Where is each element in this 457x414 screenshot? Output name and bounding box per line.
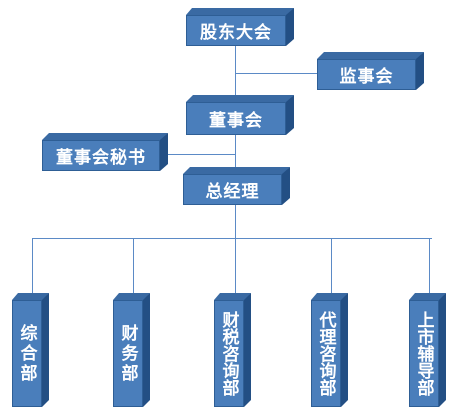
connector-main-vertical (235, 44, 236, 239)
shareholders-meeting-box: 股东大会 (186, 8, 294, 46)
department-label: 财务部 (117, 323, 138, 384)
general-manager-label: 总经理 (183, 174, 282, 205)
department-label: 代理咨询部 (315, 311, 336, 396)
board-secretary-box: 董事会秘书 (42, 133, 168, 171)
department-label: 财税咨询部 (218, 311, 239, 396)
board-label: 董事会 (186, 102, 286, 135)
connector-supervisory (235, 73, 317, 74)
connector-dept-1 (32, 238, 33, 298)
connector-departments-horizontal (32, 238, 432, 239)
department-label: 综合部 (16, 323, 37, 384)
connector-dept-4 (331, 238, 332, 298)
department-box: 财税咨询部 (214, 293, 251, 407)
department-label: 上市辅导部 (413, 311, 434, 396)
department-box: 财务部 (113, 293, 150, 407)
shareholders-meeting-label: 股东大会 (186, 15, 286, 46)
board-secretary-label: 董事会秘书 (42, 140, 160, 171)
supervisory-board-box: 监事会 (317, 52, 424, 90)
connector-dept-2 (133, 238, 134, 298)
connector-dept-3 (235, 238, 236, 298)
board-box: 董事会 (186, 95, 294, 135)
department-box: 代理咨询部 (311, 293, 348, 407)
department-box: 综合部 (12, 293, 49, 407)
department-box: 上市辅导部 (409, 293, 446, 407)
connector-dept-5 (429, 238, 430, 298)
supervisory-board-label: 监事会 (317, 59, 416, 90)
connector-secretary (165, 154, 235, 155)
general-manager-box: 总经理 (183, 167, 290, 205)
